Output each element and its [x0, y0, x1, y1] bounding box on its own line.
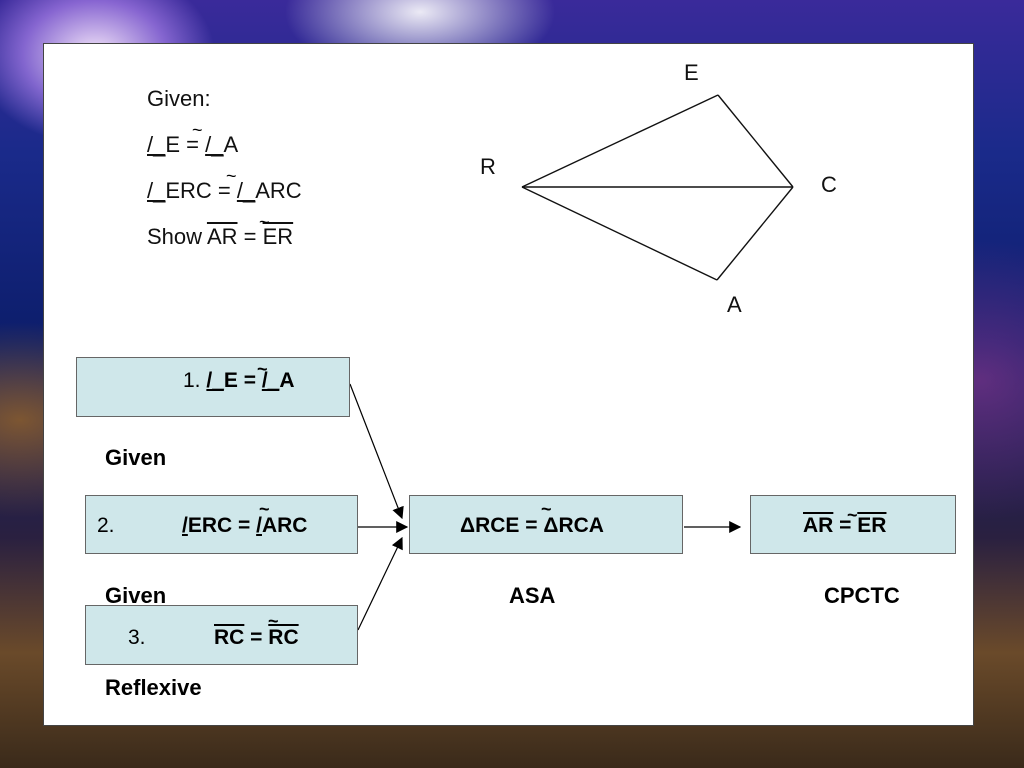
show-statement: Show AR = ER: [147, 224, 294, 249]
congruent-tilde: ~: [226, 166, 237, 186]
step2-reason: Given: [105, 583, 167, 608]
segment-ec: [717, 94, 794, 188]
congruent-tilde: ~: [192, 120, 203, 140]
point-label-e: E: [684, 60, 699, 85]
congruent-tilde: ~: [541, 499, 552, 519]
segment-ra: [521, 186, 718, 281]
step2-box: 2. /ERC = /ARC ~: [85, 495, 358, 554]
point-label-a: A: [727, 292, 742, 317]
congruent-tilde: ~: [268, 611, 279, 631]
arrow-step3: [357, 536, 403, 631]
cpctc-conclusion-box: AR = ER ~: [750, 495, 956, 554]
congruent-tilde: ~: [259, 212, 270, 232]
given-angle-e-a: /_E = /_A: [147, 132, 239, 157]
step1-box: 1. /_E = /_A ~: [76, 357, 350, 417]
step1-reason: Given: [105, 445, 167, 470]
point-label-c: C: [821, 172, 837, 197]
step3-reason: Reflexive: [105, 675, 202, 700]
arrow-step1: [349, 383, 404, 520]
congruent-tilde: ~: [259, 499, 270, 519]
given-angle-erc-arc: /_ERC = /_ARC: [147, 178, 302, 203]
asa-conclusion-box: ΔRCE = ΔRCA ~: [409, 495, 683, 554]
congruent-tilde: ~: [847, 505, 858, 525]
given-heading: Given:: [147, 86, 211, 111]
congruent-tilde: ~: [257, 359, 268, 379]
point-label-r: R: [480, 154, 496, 179]
segment-ac: [716, 186, 794, 281]
asa-reason: ASA: [509, 583, 556, 608]
step3-box: 3. RC = RC ~: [85, 605, 358, 665]
segment-re: [521, 94, 719, 188]
cpctc-reason: CPCTC: [824, 583, 900, 608]
